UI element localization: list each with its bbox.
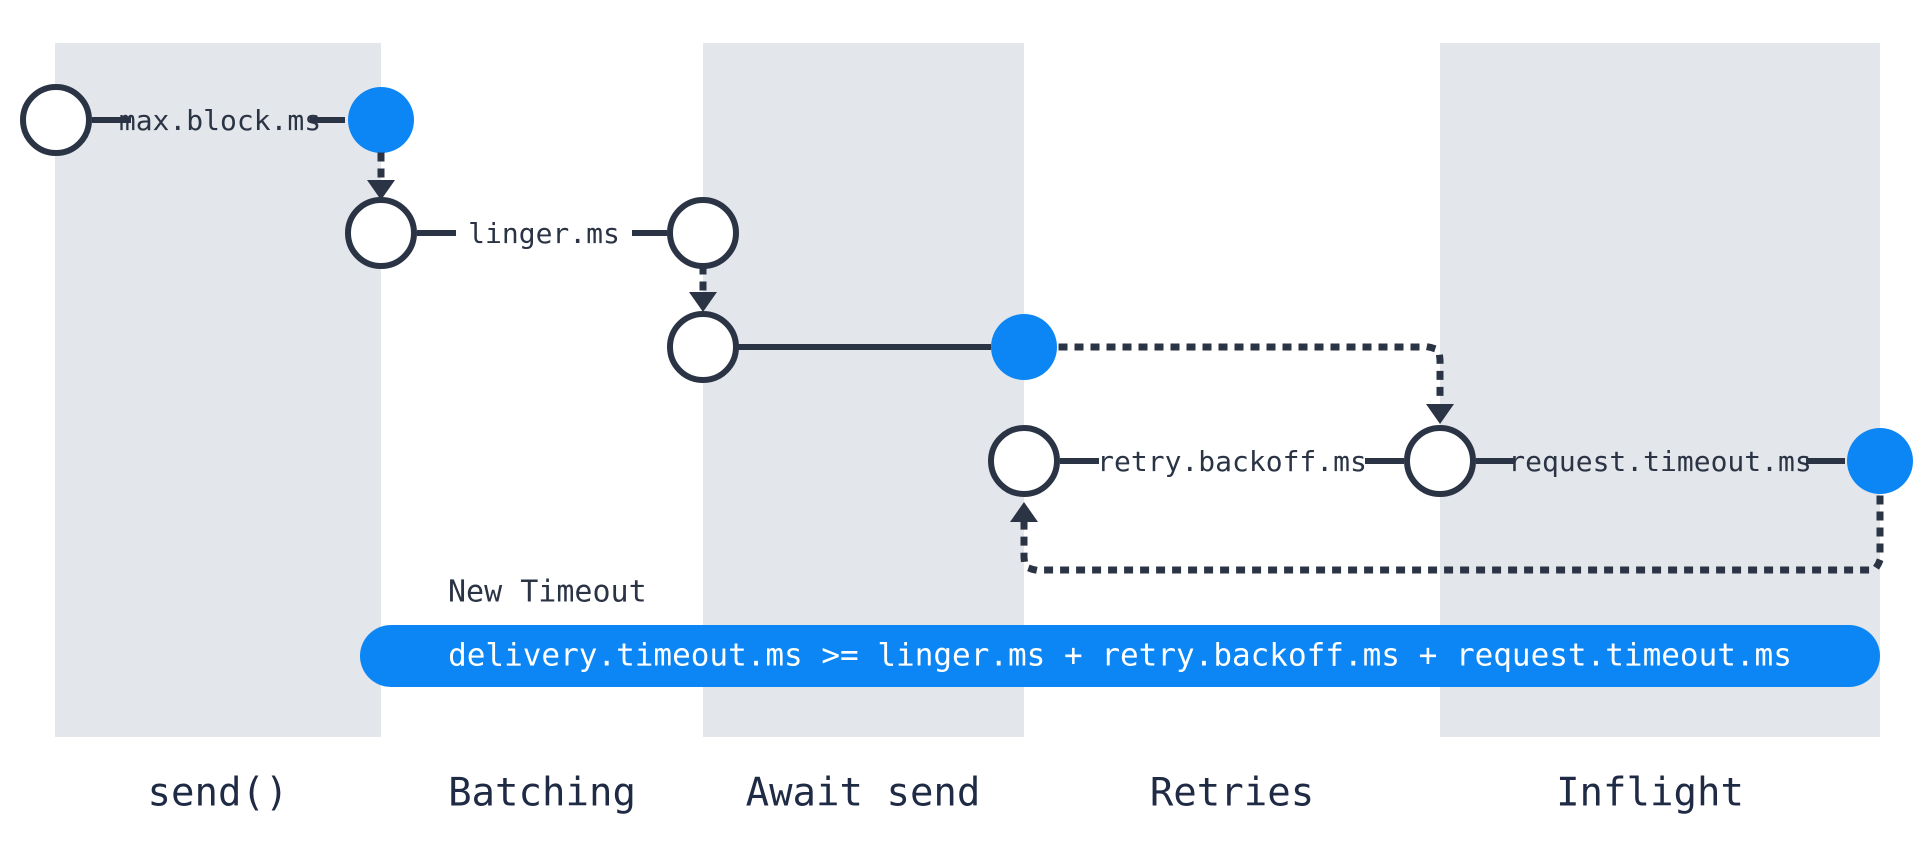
arrowhead-down-3 xyxy=(1426,404,1454,424)
row-retries: retry.backoff.ms request.timeout.ms xyxy=(988,425,1913,497)
row-max-block: max.block.ms xyxy=(20,84,414,156)
node-open-3[interactable] xyxy=(667,197,739,269)
arrowhead-down-1 xyxy=(367,180,395,200)
edge-label-request-timeout: request.timeout.ms xyxy=(1508,445,1811,478)
node-filled-3[interactable] xyxy=(1847,428,1913,494)
node-open-6[interactable] xyxy=(1404,425,1476,497)
edge-label-retry-backoff: retry.backoff.ms xyxy=(1097,445,1367,478)
column-bands xyxy=(55,43,1880,737)
row-await-send xyxy=(667,311,1057,383)
edge-label-max-block: max.block.ms xyxy=(119,104,321,137)
delivery-timeout-banner[interactable] xyxy=(360,625,1880,687)
new-timeout-block: New Timeout delivery.timeout.ms >= linge… xyxy=(360,575,1880,687)
column-band-await-send xyxy=(703,43,1024,737)
edge-label-linger: linger.ms xyxy=(468,217,620,250)
node-open-4[interactable] xyxy=(667,311,739,383)
arrowhead-down-2 xyxy=(689,292,717,312)
column-band-inflight xyxy=(1440,43,1880,737)
row-linger: linger.ms xyxy=(345,197,739,269)
column-label-retries: Retries xyxy=(1150,771,1314,816)
node-filled-2[interactable] xyxy=(991,314,1057,380)
column-label-await-send: Await send xyxy=(746,771,981,816)
dotted-elbow-feedback xyxy=(1020,495,1884,574)
node-open-2[interactable] xyxy=(345,197,417,269)
column-label-inflight: Inflight xyxy=(1556,771,1744,816)
flow-arrow-batching-to-await xyxy=(689,265,717,312)
dotted-elbow-1 xyxy=(1058,343,1444,410)
flow-arrow-send-to-batching xyxy=(367,152,395,200)
column-band-send xyxy=(55,43,381,737)
node-filled-1[interactable] xyxy=(348,87,414,153)
node-open-5[interactable] xyxy=(988,425,1060,497)
column-labels: send() Batching Await send Retries Infli… xyxy=(148,771,1744,816)
new-timeout-caption: New Timeout xyxy=(448,575,647,610)
delivery-timeout-formula: delivery.timeout.ms >= linger.ms + retry… xyxy=(448,638,1792,674)
flow-arrow-await-to-inflight xyxy=(1058,343,1454,424)
arrowhead-up-1 xyxy=(1010,502,1038,522)
column-label-send: send() xyxy=(148,771,289,816)
column-label-batching: Batching xyxy=(448,771,636,816)
node-open-1[interactable] xyxy=(20,84,92,156)
flow-arrow-retry-feedback xyxy=(1010,495,1884,574)
